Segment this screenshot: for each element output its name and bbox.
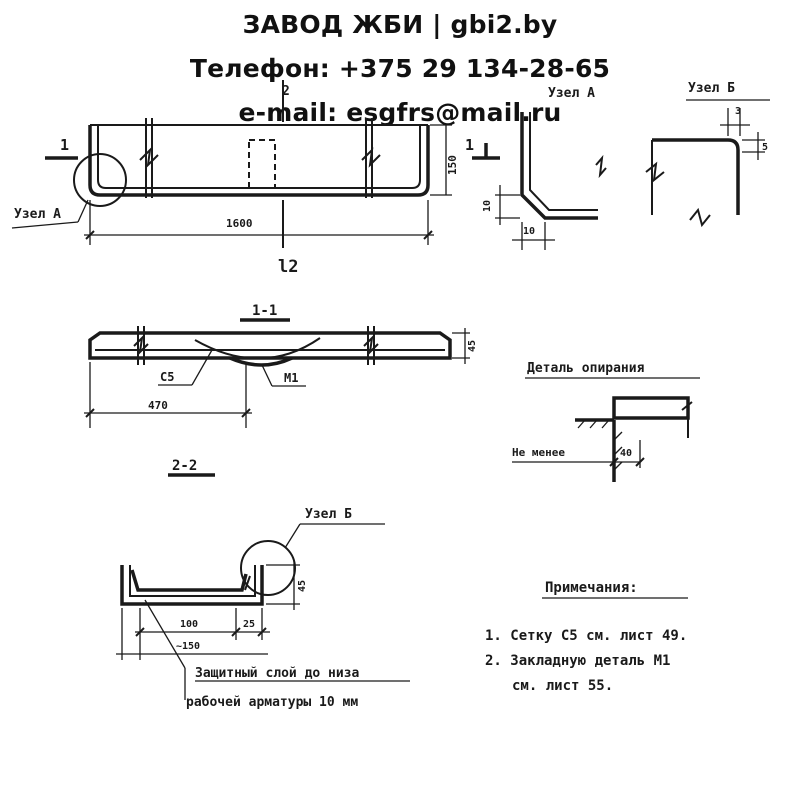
cut-1-label-right: 1 xyxy=(465,136,474,154)
note-item-2: 2. Закладную деталь М1 xyxy=(485,653,670,669)
node-b2-label: Узел Б xyxy=(305,507,352,522)
detail-10b-label: 10 xyxy=(523,226,535,237)
support-detail-title: Деталь опирания xyxy=(527,361,645,376)
cut-2-label: 2 xyxy=(282,84,290,99)
email-banner: e-mail: esgfrs@mail.ru xyxy=(238,98,562,127)
note-item-2b: см. лист 55. xyxy=(512,678,613,694)
plan-view xyxy=(11,80,500,248)
notes-title: Примечания: xyxy=(545,580,638,596)
cover-line-2: рабочей арматуры 10 мм xyxy=(186,695,358,710)
cut-1-label: 1 xyxy=(60,136,69,154)
node-b-detail xyxy=(645,99,770,228)
cover-line-1: Защитный слой до низа xyxy=(195,666,360,681)
height-45b-label: 45 xyxy=(297,580,308,592)
dim-100-label: 100 xyxy=(180,619,198,630)
note-item-1: 1. Сетку С5 см. лист 49. xyxy=(485,628,687,644)
dim-150b-label: ~150 xyxy=(176,641,200,652)
node-a-detail xyxy=(495,112,607,250)
height-150-label: 150 xyxy=(446,155,459,175)
section-22-title: 2-2 xyxy=(172,458,197,474)
detail-10a-label: 10 xyxy=(482,200,493,212)
phone-banner: Телефон: +375 29 134-28-65 xyxy=(189,54,611,83)
section-1-1 xyxy=(84,318,470,428)
dim-470-label: 470 xyxy=(148,399,168,412)
support-detail xyxy=(512,377,700,482)
dim-40-label: 40 xyxy=(620,448,632,459)
mesh-c5-label: С5 xyxy=(160,370,174,384)
detail-5-label: 5 xyxy=(762,142,768,153)
length-1600-label: 1600 xyxy=(226,217,253,230)
company-banner: ЗАВОД ЖБИ | gbi2.by xyxy=(242,10,558,39)
node-a-label: Узел А xyxy=(14,207,61,222)
section-2-2 xyxy=(116,473,410,700)
not-less-label: Не менее xyxy=(512,446,565,459)
length-l2-label: l2 xyxy=(278,257,298,277)
node-b-title: Узел Б xyxy=(688,81,735,96)
part-m1-label: М1 xyxy=(284,371,298,385)
section-11-title: 1-1 xyxy=(252,303,277,319)
height-45-label: 45 xyxy=(467,340,478,352)
node-a-title: Узел А xyxy=(548,86,595,101)
detail-3-label: 3 xyxy=(735,106,741,117)
dim-25-label: 25 xyxy=(243,619,255,630)
